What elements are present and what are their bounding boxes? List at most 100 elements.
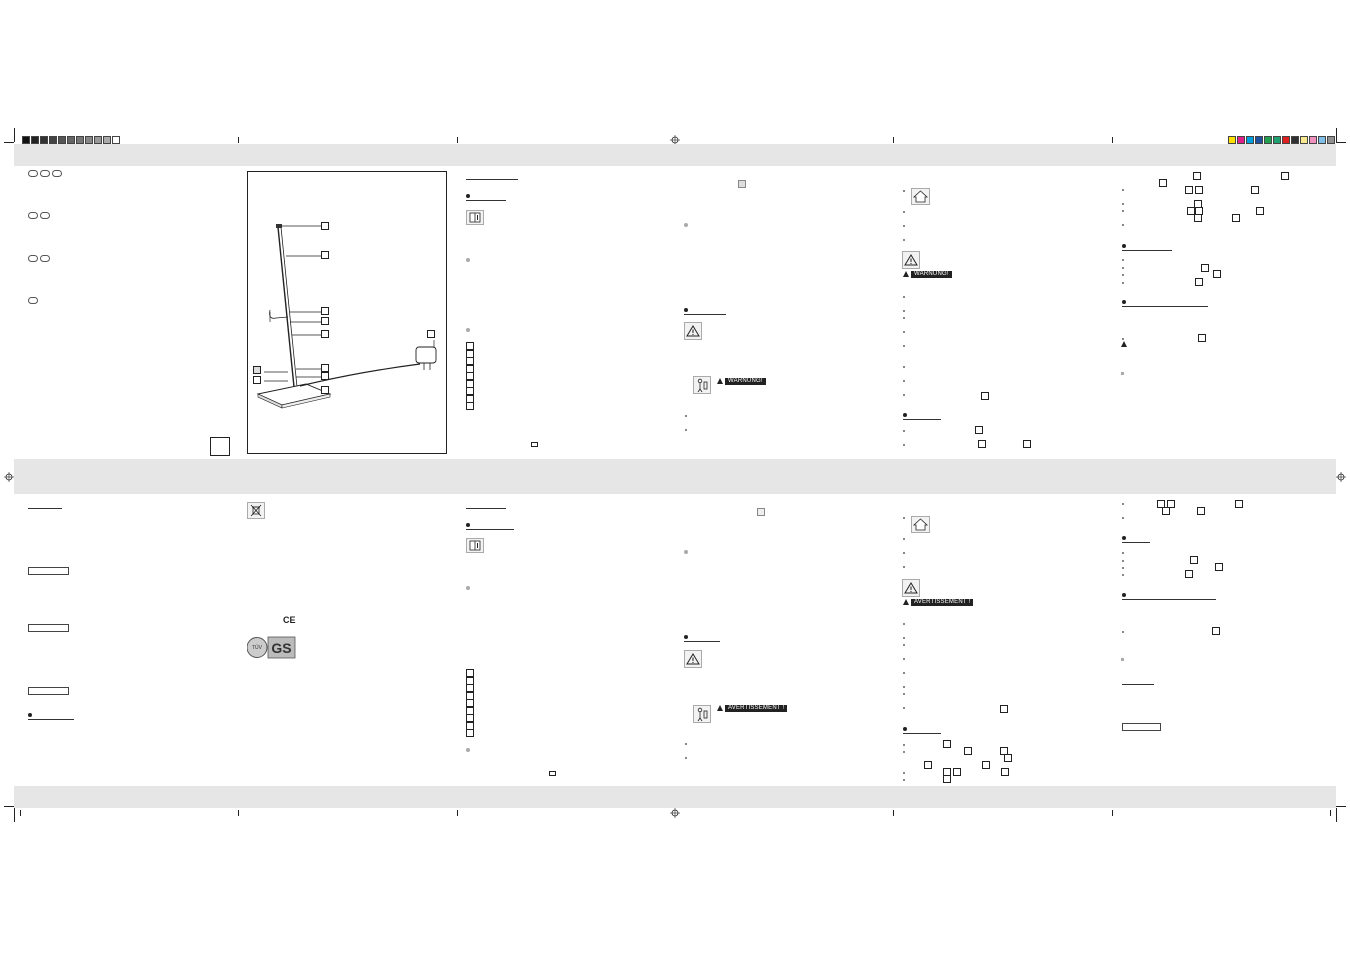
list-dot — [685, 415, 687, 417]
item-ref-box — [1001, 768, 1009, 776]
item-ref-box — [1195, 186, 1203, 194]
list-dot — [1122, 503, 1124, 505]
crop-mark — [238, 137, 239, 143]
item-ref-box — [1213, 270, 1221, 278]
child-safety-icon — [693, 705, 711, 723]
item-ref-box — [943, 740, 951, 748]
section-bullet — [1122, 244, 1126, 248]
small-symbol — [549, 771, 556, 776]
svg-text:TÜV: TÜV — [252, 644, 263, 651]
footer-band — [14, 786, 1336, 808]
list-bullet — [466, 258, 470, 262]
color-swatch — [40, 136, 48, 144]
item-ref-box — [1023, 440, 1031, 448]
section-rule — [1122, 306, 1208, 307]
item-ref-box — [1004, 754, 1012, 762]
color-swatch — [1273, 136, 1281, 144]
wheelie-bin-disposal-icon — [247, 502, 265, 519]
list-dot — [903, 552, 905, 554]
list-bullet — [466, 328, 470, 332]
crop-mark — [238, 810, 239, 816]
list-dot — [903, 779, 905, 781]
language-icon — [28, 212, 38, 219]
crop-mark — [4, 142, 14, 143]
section-rule — [466, 529, 514, 530]
small-symbol — [738, 180, 746, 188]
list-bullet — [684, 550, 688, 554]
item-ref-box — [1281, 172, 1289, 180]
manual-book-icon — [466, 538, 484, 553]
list-dot — [903, 623, 905, 625]
section-bullet — [1122, 300, 1126, 304]
list-dot — [903, 190, 905, 192]
section-rule — [903, 419, 941, 420]
item-ref-box — [1198, 334, 1206, 342]
list-dot — [903, 310, 905, 312]
item-ref-box — [964, 747, 972, 755]
section-rule — [466, 508, 506, 509]
list-dot — [903, 345, 905, 347]
parts-list-number-box — [466, 729, 474, 737]
color-swatch — [94, 136, 102, 144]
color-swatch — [112, 136, 120, 144]
section-rule — [466, 200, 506, 201]
section-rule — [28, 719, 74, 720]
list-dot — [1122, 338, 1124, 340]
ce-mark: CE — [283, 615, 296, 625]
crop-mark — [1336, 808, 1337, 822]
item-ref-box — [1195, 278, 1203, 286]
color-swatch — [1264, 136, 1272, 144]
item-ref-box — [1235, 500, 1243, 508]
indoor-use-icon — [911, 516, 930, 533]
list-dot — [1122, 517, 1124, 519]
item-ref-box — [1215, 563, 1223, 571]
registration-mark-icon — [1336, 472, 1346, 482]
warning-label: WARNUNG! — [725, 378, 766, 385]
registration-mark-icon — [670, 808, 680, 818]
item-ref-box — [1251, 186, 1259, 194]
warning-triangle-icon — [902, 251, 920, 269]
list-dot — [903, 751, 905, 753]
warning-triangle-icon — [684, 650, 702, 668]
section-rule — [684, 641, 720, 642]
list-dot — [903, 686, 905, 688]
item-ref-box — [1232, 214, 1240, 222]
framed-heading — [28, 624, 69, 632]
list-dot — [903, 566, 905, 568]
list-dot — [1122, 631, 1124, 633]
list-dot — [903, 366, 905, 368]
section-rule — [903, 733, 941, 734]
list-dot — [903, 394, 905, 396]
small-symbol — [757, 508, 765, 516]
section-rule — [1122, 250, 1172, 251]
floor-lamp-drawing — [256, 224, 437, 409]
section-bullet — [466, 523, 470, 527]
tuv-gs-certification: TÜV GS — [246, 636, 296, 659]
color-swatch — [1300, 136, 1308, 144]
language-icon — [52, 170, 62, 177]
list-dot — [1122, 274, 1124, 276]
warning-small-icon — [717, 378, 723, 384]
item-ref-box — [1157, 500, 1165, 508]
item-ref-box — [1185, 186, 1193, 194]
crop-mark — [1336, 128, 1337, 142]
color-swatch — [1255, 136, 1263, 144]
list-dot — [903, 239, 905, 241]
crop-mark — [1336, 142, 1346, 143]
list-dot — [903, 658, 905, 660]
item-ref-box — [1162, 507, 1170, 515]
list-dot — [685, 743, 687, 745]
registration-mark-icon — [670, 135, 680, 145]
color-swatch — [67, 136, 75, 144]
section-bullet — [1122, 536, 1126, 540]
item-ref-box — [981, 392, 989, 400]
list-dot — [1122, 567, 1124, 569]
list-dot — [1122, 552, 1124, 554]
list-dot — [903, 637, 905, 639]
parts-list-number-box — [466, 402, 474, 410]
list-dot — [1122, 189, 1124, 191]
list-dot — [903, 772, 905, 774]
color-swatch — [58, 136, 66, 144]
crop-mark — [4, 806, 14, 807]
product-figure-frame — [247, 171, 447, 454]
